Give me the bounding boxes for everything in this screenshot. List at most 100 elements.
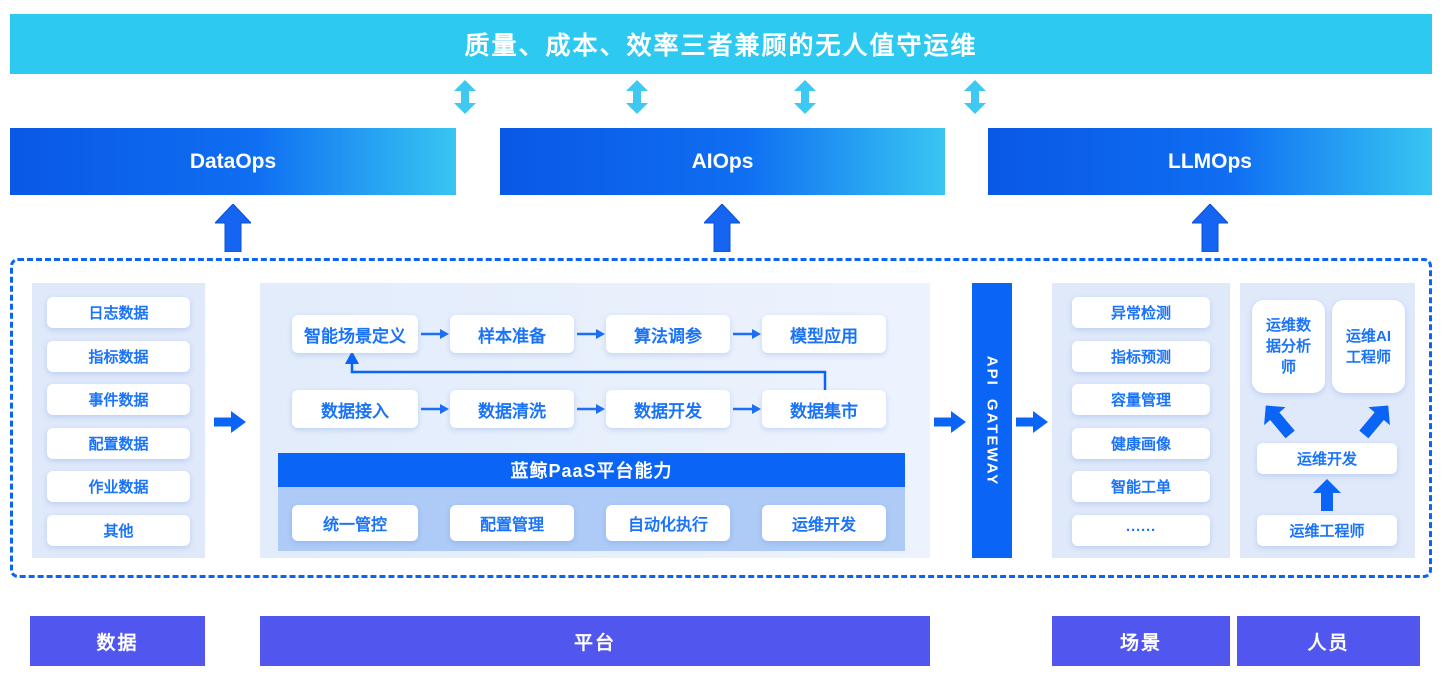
data-item: 配置数据 (47, 428, 190, 459)
paas-item-label: 自动化执行 (627, 517, 708, 534)
api-gateway-bar: API GATEWAY (972, 283, 1012, 558)
paas-item-label: 配置管理 (479, 517, 544, 534)
category-label: 人员 (1307, 632, 1350, 654)
data-item-label: 日志数据 (88, 305, 149, 322)
dataops-label: DataOps (189, 149, 277, 173)
flow-step: 数据集市 (762, 390, 886, 428)
scene-item-label: 异常检测 (1110, 305, 1171, 322)
ops-engineer-box: 运维工程师 (1257, 515, 1397, 546)
ops-dev-box: 运维开发 (1257, 443, 1397, 474)
flow-step-label: 算法调参 (634, 326, 702, 346)
flow-arrow-icon (577, 328, 605, 340)
double-arrow-icon (454, 80, 476, 114)
flow-step-label: 数据接入 (321, 401, 389, 421)
flow-arrow-icon (733, 328, 761, 340)
data-item: 日志数据 (47, 297, 190, 328)
scene-item: 智能工单 (1072, 471, 1210, 502)
scene-panel: 异常检测 指标预测 容量管理 健康画像 智能工单 ······ (1052, 283, 1230, 558)
ops-dev-label: 运维开发 (1296, 451, 1357, 468)
flow-step-label: 样本准备 (478, 326, 546, 346)
flow-arrow-icon (733, 403, 761, 415)
data-item: 事件数据 (47, 384, 190, 415)
flow-step-label: 数据开发 (634, 401, 702, 421)
data-item-label: 作业数据 (88, 479, 149, 496)
dashed-container (10, 258, 1432, 578)
flow-step-label: 数据清洗 (478, 401, 546, 421)
data-item-label: 其他 (103, 523, 134, 540)
paas-item: 配置管理 (450, 505, 574, 541)
flow-step: 智能场景定义 (292, 315, 418, 353)
right-arrow-icon (214, 411, 246, 433)
right-arrow-icon (934, 411, 966, 433)
double-arrow-icon (794, 80, 816, 114)
top-banner: 质量、成本、效率三者兼顾的无人值守运维 (10, 14, 1432, 74)
api-gateway-label: API GATEWAY (983, 355, 1001, 486)
diagonal-arrow-icon (1255, 396, 1301, 443)
category-scene: 场景 (1052, 616, 1230, 666)
scene-item-label: 健康画像 (1110, 436, 1171, 453)
platform-panel: 智能场景定义 样本准备 算法调参 模型应用 数据接入 数据清洗 数据开发 数据集… (260, 283, 930, 558)
data-item: 其他 (47, 515, 190, 546)
data-item-label: 指标数据 (88, 349, 149, 366)
paas-header: 蓝鲸PaaS平台能力 (278, 453, 905, 487)
role-box: 运维AI工程师 (1332, 300, 1405, 393)
up-arrow-icon (215, 204, 251, 252)
scene-item: 健康画像 (1072, 428, 1210, 459)
flow-step: 数据接入 (292, 390, 418, 428)
scene-item-label: 容量管理 (1110, 392, 1171, 409)
dataops-box: DataOps (10, 128, 456, 195)
diagonal-arrow-icon (1353, 396, 1399, 443)
paas-item: 运维开发 (762, 505, 886, 541)
paas-item: 统一管控 (292, 505, 418, 541)
data-item: 指标数据 (47, 341, 190, 372)
scene-item: 指标预测 (1072, 341, 1210, 372)
llmops-label: LLMOps (1168, 149, 1252, 173)
double-arrow-icon (964, 80, 986, 114)
flow-step-label: 模型应用 (790, 326, 858, 346)
flow-step: 样本准备 (450, 315, 574, 353)
flow-arrow-icon (421, 328, 449, 340)
paas-item-label: 统一管控 (322, 517, 387, 534)
category-platform: 平台 (260, 616, 930, 666)
data-item: 作业数据 (47, 471, 190, 502)
flow-step: 数据开发 (606, 390, 730, 428)
right-arrow-icon (1016, 411, 1048, 433)
flow-step: 数据清洗 (450, 390, 574, 428)
role-box: 运维数据分析师 (1252, 300, 1325, 393)
flow-arrow-icon (577, 403, 605, 415)
role-label: 运维数据分析师 (1265, 317, 1311, 376)
scene-item-label: ······ (1126, 522, 1156, 539)
flow-step-label: 数据集市 (790, 401, 858, 421)
feedback-connector-line (345, 351, 827, 390)
scene-item: 容量管理 (1072, 384, 1210, 415)
category-label: 平台 (573, 632, 616, 654)
scene-item: ······ (1072, 515, 1210, 546)
role-label: 运维AI工程师 (1345, 327, 1391, 366)
paas-title: 蓝鲸PaaS平台能力 (510, 461, 673, 481)
up-arrow-icon (1313, 479, 1341, 511)
flow-arrow-icon (421, 403, 449, 415)
flow-step: 模型应用 (762, 315, 886, 353)
double-arrow-icon (626, 80, 648, 114)
ops-engineer-label: 运维工程师 (1289, 523, 1365, 540)
category-label: 数据 (96, 632, 139, 654)
aiops-label: AIOps (691, 149, 754, 173)
top-banner-title: 质量、成本、效率三者兼顾的无人值守运维 (464, 32, 978, 60)
flow-step: 算法调参 (606, 315, 730, 353)
scene-item-label: 智能工单 (1110, 479, 1171, 496)
paas-item: 自动化执行 (606, 505, 730, 541)
scene-item: 异常检测 (1072, 297, 1210, 328)
llmops-box: LLMOps (988, 128, 1432, 195)
up-arrow-icon (1192, 204, 1228, 252)
scene-item-label: 指标预测 (1110, 349, 1171, 366)
flow-step-label: 智能场景定义 (304, 326, 406, 346)
data-item-label: 事件数据 (88, 392, 149, 409)
category-data: 数据 (30, 616, 205, 666)
up-arrow-icon (704, 204, 740, 252)
category-label: 场景 (1119, 632, 1162, 654)
data-panel: 日志数据 指标数据 事件数据 配置数据 作业数据 其他 (32, 283, 205, 558)
people-panel: 运维数据分析师 运维AI工程师 运维开发 运维工程师 (1240, 283, 1415, 558)
aiops-box: AIOps (500, 128, 945, 195)
data-item-label: 配置数据 (88, 436, 149, 453)
